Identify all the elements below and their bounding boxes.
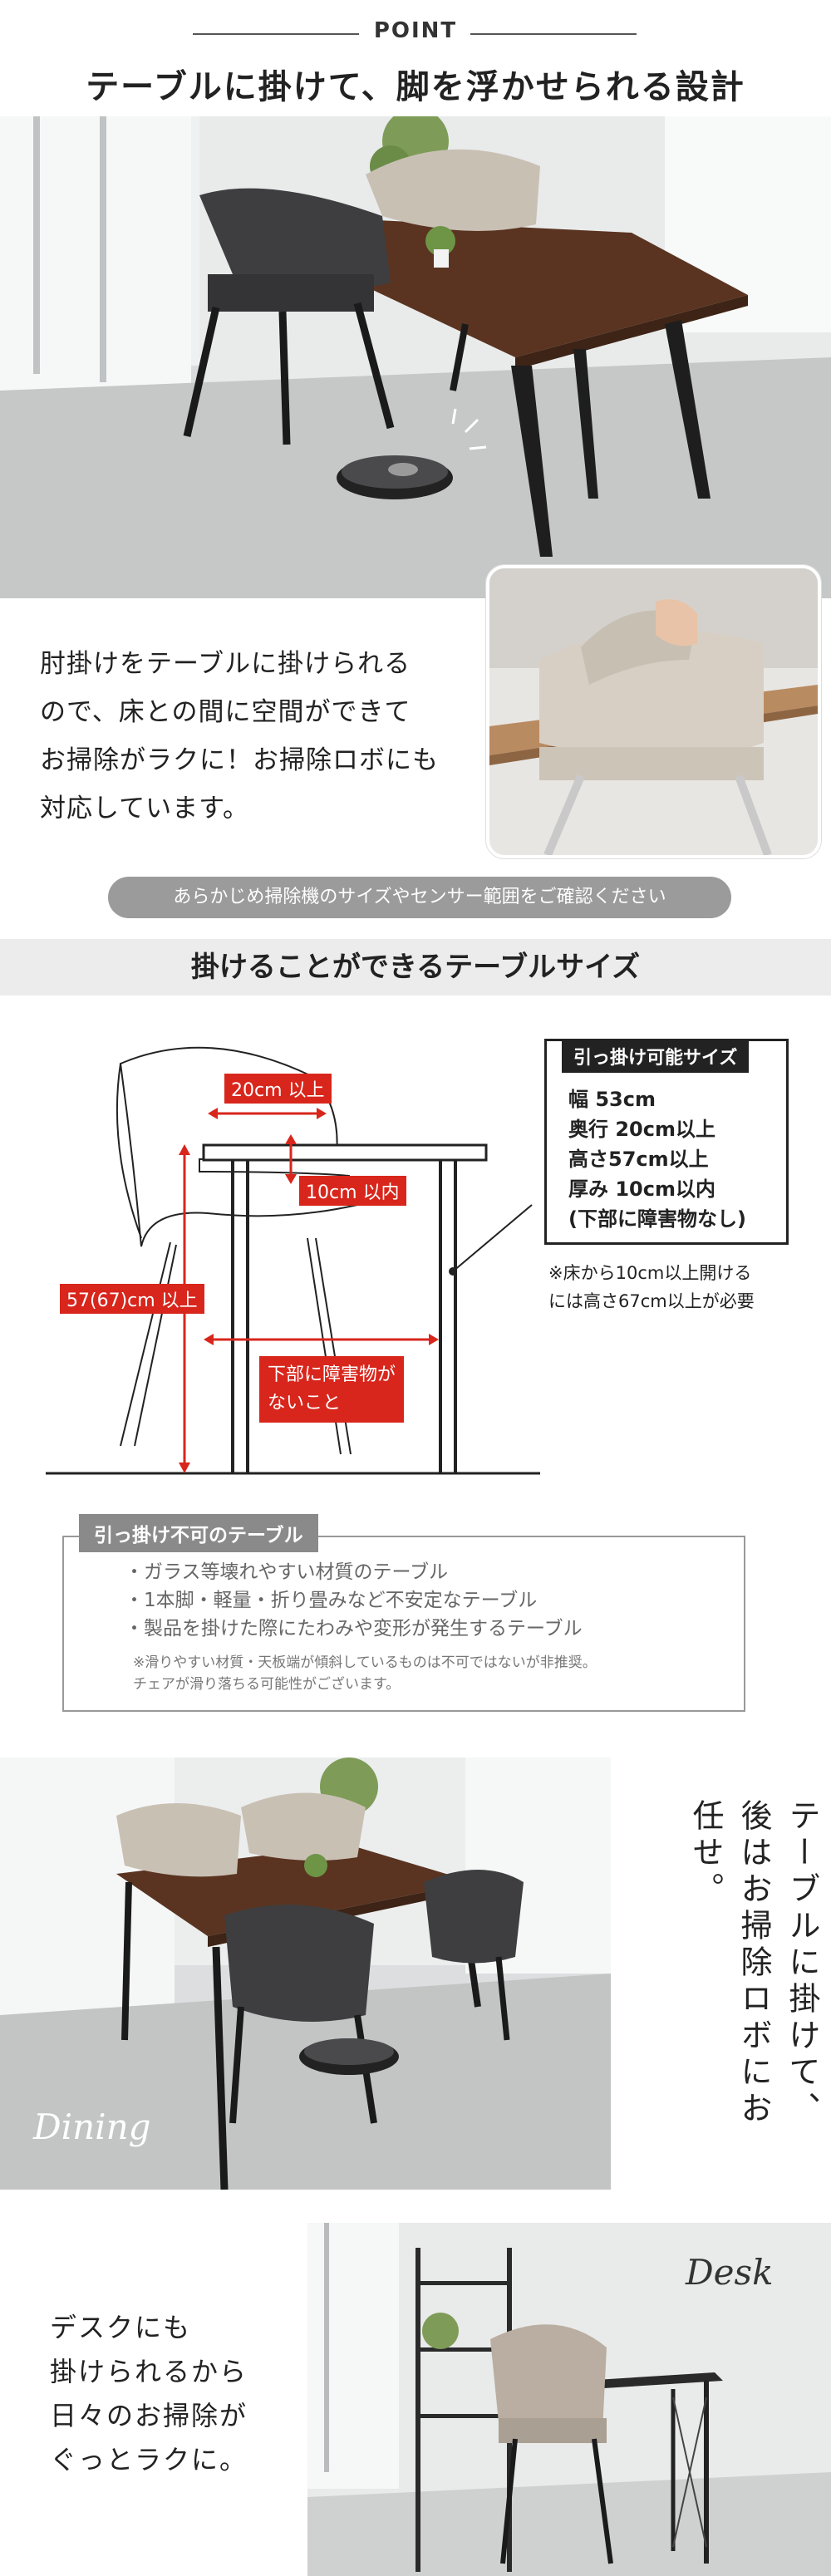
chair-diagram xyxy=(0,1030,548,1496)
ng-list: ・ガラス等壊れやすい材質のテーブル ・1本脚・軽量・折り畳みなど不安定なテーブル… xyxy=(125,1558,583,1643)
photo-dining-robot: Dining xyxy=(0,1757,611,2190)
obstacle-label: 下部に障害物が ないこと xyxy=(259,1356,405,1423)
ng-box xyxy=(62,1536,745,1712)
ng-note-line: ※滑りやすい材質・天板端が傾斜しているものは不可ではないが非推奨。 xyxy=(133,1654,597,1671)
capacity-line: 奥行 20cm以上 xyxy=(568,1118,715,1141)
desk-line: デスクにも xyxy=(50,2312,192,2343)
obstacle-line: 下部に障害物が xyxy=(268,1364,396,1385)
intro-line: 肘掛けをテーブルに掛けられる xyxy=(40,649,411,679)
gap-label: 10cm 以内 xyxy=(299,1176,406,1206)
table-size-band: 掛けることができるテーブルサイズ xyxy=(0,939,831,995)
height-note: ※床から10cm以上開ける には高さ67cm以上が必要 xyxy=(548,1259,755,1315)
armrest-length-label: 20cm 以上 xyxy=(224,1074,332,1104)
desk-script-label: Desk xyxy=(686,2252,774,2293)
capacity-line: 厚み 10cm以内 xyxy=(568,1177,715,1201)
ng-item: ・1本脚・軽量・折り畳みなど不安定なテーブル xyxy=(125,1590,538,1611)
intro-line: 対応しています。 xyxy=(40,794,249,823)
intro-line: ので、床との間に空間ができて xyxy=(40,697,411,727)
capacity-line: 幅 53cm xyxy=(568,1088,656,1111)
page-title: テーブルに掛けて、脚を浮かせられる設計 xyxy=(86,68,745,106)
desk-line: 掛けられるから xyxy=(50,2356,248,2387)
note-line: ※床から10cm以上開ける xyxy=(548,1263,752,1283)
capacity-title: 引っ掛け可能サイズ xyxy=(562,1040,750,1073)
ng-item: ・製品を掛けた際にたわみや変形が発生するテーブル xyxy=(125,1618,583,1639)
header-rule-left xyxy=(193,33,359,35)
robot-vertical-text: テーブルに掛けて、後はお掃除ロボにお任せ。 xyxy=(687,1799,820,2128)
ng-note-line: チェアが滑り落ちる可能性がございます。 xyxy=(133,1676,401,1693)
header-rule-right xyxy=(470,33,637,35)
desk-text: デスクにも 掛けられるから 日々のお掃除が ぐっとラクに。 xyxy=(50,2306,248,2482)
ng-item: ・ガラス等壊れやすい材質のテーブル xyxy=(125,1561,449,1583)
obstacle-line: ないこと xyxy=(268,1393,342,1413)
notice-pill: あらかじめ掃除機のサイズやセンサー範囲をご確認ください xyxy=(108,877,731,918)
desk-line: 日々のお掃除が xyxy=(50,2400,248,2431)
inset-photo-armrest xyxy=(486,565,821,858)
point-label: POINT xyxy=(373,18,458,43)
intro-text: 肘掛けをテーブルに掛けられる ので、床との間に空間ができて お掃除がラクに！お掃… xyxy=(40,640,439,833)
hero-photo-dining xyxy=(0,116,831,598)
ng-title: 引っ掛け不可のテーブル xyxy=(79,1514,318,1552)
ng-note: ※滑りやすい材質・天板端が傾斜しているものは不可ではないが非推奨。 チェアが滑り… xyxy=(133,1652,597,1695)
photo-desk: Desk xyxy=(307,2223,831,2576)
dining-script-label: Dining xyxy=(33,2107,151,2147)
capacity-line: (下部に障害物なし) xyxy=(568,1207,746,1231)
capacity-box: 引っ掛け可能サイズ 幅 53cm 奥行 20cm以上 高さ57cm以上 厚み 1… xyxy=(544,1039,789,1245)
capacity-list: 幅 53cm 奥行 20cm以上 高さ57cm以上 厚み 10cm以内 (下部に… xyxy=(568,1084,746,1234)
intro-line: お掃除がラクに！お掃除ロボにも xyxy=(40,745,439,775)
desk-line: ぐっとラクに。 xyxy=(50,2444,248,2475)
note-line: には高さ67cm以上が必要 xyxy=(548,1291,755,1311)
height-label: 57(67)cm 以上 xyxy=(60,1284,204,1314)
capacity-line: 高さ57cm以上 xyxy=(568,1148,709,1171)
